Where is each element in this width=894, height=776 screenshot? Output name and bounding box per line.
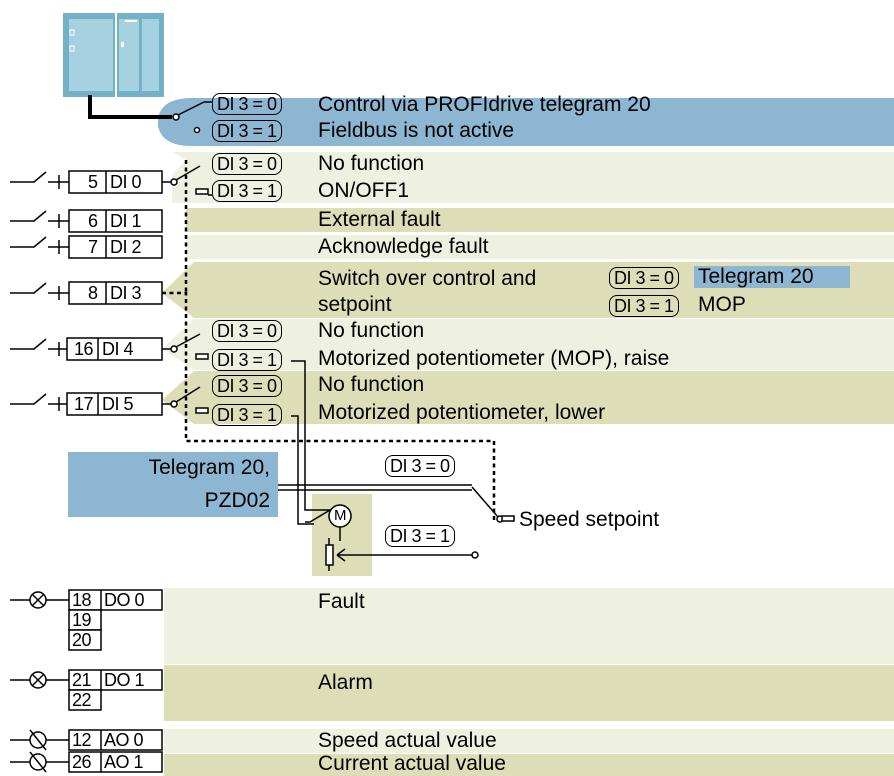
di0-cond-off: DI 3 = 0	[212, 153, 282, 175]
di0-cond-on: DI 3 = 1	[212, 180, 282, 202]
label-di3: DI 3	[110, 283, 142, 303]
terminal-19: 19	[72, 610, 92, 630]
label-di2: DI 2	[110, 237, 142, 257]
telegram-line2: PZD02	[204, 489, 270, 512]
do0-function: Fault	[318, 590, 365, 613]
di5-band	[162, 371, 894, 424]
do0-band	[164, 588, 894, 664]
label-do0: DO 0	[104, 590, 145, 610]
label-do1: DO 1	[104, 670, 145, 690]
speed-setpoint-text: Speed setpoint	[519, 508, 660, 531]
di4-cond-off: DI 3 = 0	[212, 320, 282, 342]
di3-cond-off: DI 3 = 0	[609, 267, 679, 289]
terminal-16: 16	[74, 339, 94, 359]
di0-on-text: ON/OFF1	[318, 179, 410, 202]
fieldbus-on-text: Fieldbus is not active	[318, 119, 515, 142]
do1-band	[164, 665, 894, 721]
terminal-21: 21	[72, 670, 92, 690]
di5-cond-off: DI 3 = 0	[212, 375, 282, 397]
ao0-band	[164, 729, 894, 753]
di3-text-line2: setpoint	[318, 293, 392, 316]
fieldbus-switch	[172, 101, 212, 134]
motor-label: M	[334, 507, 347, 524]
di5-cond-on: DI 3 = 1	[212, 404, 282, 426]
terminal-20: 20	[72, 630, 92, 650]
di5-on-text: Motorized potentiometer, lower	[318, 401, 606, 424]
terminal-5: 5	[88, 172, 98, 192]
di4-on-text: Motorized potentiometer (MOP), raise	[318, 347, 670, 370]
di4-band	[162, 319, 894, 370]
terminal-26: 26	[72, 752, 92, 772]
fieldbus-cond-on: DI 3 = 1	[212, 120, 282, 142]
di3-result-off: Telegram 20	[694, 266, 850, 288]
di0-band	[172, 152, 894, 203]
di3-result-on: MOP	[698, 293, 746, 316]
terminal-6: 6	[88, 211, 98, 231]
label-di1: DI 1	[110, 211, 142, 231]
di4-cond-on: DI 3 = 1	[212, 349, 282, 371]
di3-text-line1: Switch over control and	[318, 267, 537, 290]
fieldbus-band	[158, 98, 894, 146]
terminal-12: 12	[72, 730, 92, 750]
label-di0: DI 0	[110, 172, 142, 192]
telegram-band	[68, 452, 278, 517]
di0-off-text: No function	[318, 152, 425, 175]
terminal-22: 22	[72, 690, 92, 710]
terminal-17: 17	[74, 394, 94, 414]
label-ao0: AO 0	[104, 730, 144, 750]
ao0-function: Speed actual value	[318, 729, 497, 752]
di1-band	[186, 208, 894, 232]
label-di4: DI 4	[102, 339, 134, 359]
fieldbus-cond-off: DI 3 = 0	[212, 93, 282, 115]
fieldbus-off-text: Control via PROFIdrive telegram 20	[318, 93, 651, 116]
do1-function: Alarm	[318, 671, 373, 694]
telegram-cond-off: DI 3 = 0	[385, 455, 455, 477]
di1-text: External fault	[318, 208, 441, 231]
di4-off-text: No function	[318, 319, 425, 342]
terminal-18: 18	[72, 590, 92, 610]
plc-icon	[63, 13, 164, 97]
di5-off-text: No function	[318, 373, 425, 396]
di2-band	[186, 235, 894, 259]
di3-cond-on: DI 3 = 1	[609, 295, 679, 317]
ao1-band	[164, 754, 894, 776]
label-ao1: AO 1	[104, 752, 144, 772]
terminal-8: 8	[88, 283, 98, 303]
ao1-function: Current actual value	[318, 752, 506, 775]
terminal-7: 7	[88, 237, 98, 257]
di2-text: Acknowledge fault	[318, 235, 489, 258]
mop-cond-on: DI 3 = 1	[385, 525, 455, 547]
label-di5: DI 5	[102, 394, 134, 414]
profibus-cable	[88, 95, 172, 119]
di3-control-line	[162, 291, 496, 520]
telegram-line1: Telegram 20,	[148, 456, 270, 479]
